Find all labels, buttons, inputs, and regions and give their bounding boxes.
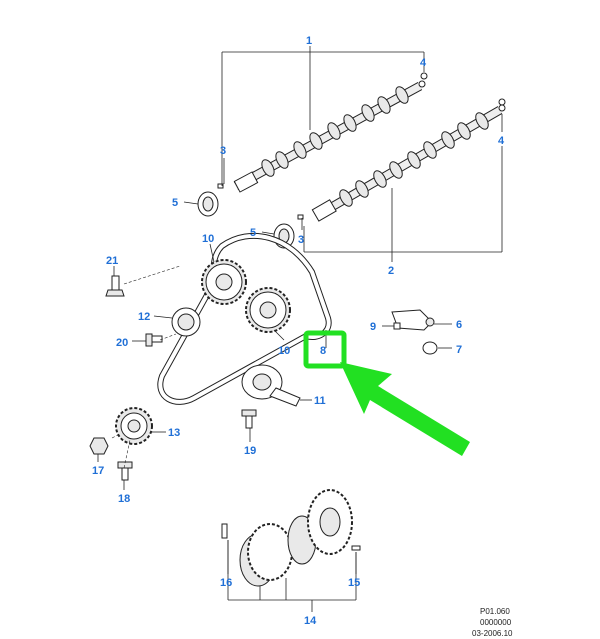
callout-1: 1 [306, 35, 312, 47]
callout-14: 14 [304, 615, 317, 627]
callout-11: 11 [314, 395, 326, 407]
callout-9: 9 [370, 321, 376, 333]
callout-8: 8 [320, 345, 326, 357]
callout-18: 18 [118, 493, 130, 505]
callout-21: 21 [106, 255, 118, 267]
callout-13: 13 [168, 427, 180, 439]
belt-tensioner [241, 364, 301, 407]
bolt-19 [241, 409, 257, 429]
callout-12: 12 [138, 311, 150, 323]
callout-5-upper: 5 [172, 197, 178, 209]
callout-6: 6 [456, 319, 462, 331]
washer-9 [393, 322, 401, 330]
camshaft-sprocket-lower [245, 287, 291, 333]
callout-19: 19 [244, 445, 256, 457]
gear-assembly [221, 489, 361, 587]
callout-3-upper: 3 [220, 145, 226, 157]
callout-3-lower: 3 [298, 234, 304, 246]
camshaft-upper [233, 80, 426, 193]
callout-20: 20 [116, 337, 128, 349]
callout-17: 17 [92, 465, 104, 477]
reference-date: 03-2006.10 [472, 629, 513, 638]
sensor-bracket [391, 309, 435, 331]
dowel-pin-upper [217, 183, 224, 189]
callout-4-lower: 4 [498, 135, 505, 147]
bolt-21 [105, 275, 125, 297]
callout-7: 7 [456, 344, 462, 356]
callout-10-upper: 10 [202, 233, 214, 245]
callout-5-lower: 5 [250, 227, 256, 239]
camshaft-lower [311, 104, 506, 222]
plug-lower [498, 98, 506, 106]
bolt-17 [89, 437, 109, 455]
bolt-20 [145, 333, 163, 347]
reference-number: 0000000 [480, 618, 512, 627]
camshaft-sprocket-upper [201, 259, 247, 305]
reference-code: P01.060 [480, 607, 510, 616]
callout-15: 15 [348, 577, 360, 589]
callout-10-lower: 10 [278, 345, 290, 357]
callout-4-upper: 4 [420, 57, 427, 69]
plug-upper [420, 72, 428, 80]
idler-pulley [171, 307, 201, 337]
highlight-arrow [340, 362, 470, 456]
leader-lines [97, 46, 503, 612]
bolt-18 [117, 461, 133, 481]
sensor-7 [422, 341, 438, 355]
dowel-pin-lower [297, 214, 304, 220]
highlight-box [303, 330, 347, 369]
callout-16: 16 [220, 577, 232, 589]
crankshaft-sprocket [115, 407, 153, 445]
callout-2: 2 [388, 265, 394, 277]
